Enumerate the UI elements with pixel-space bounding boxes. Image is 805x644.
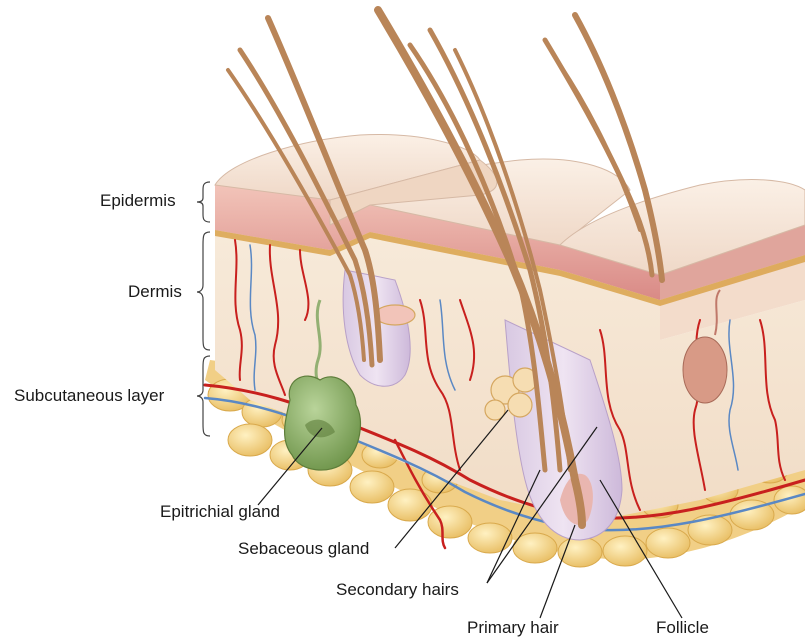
label-follicle: Follicle [656,618,709,638]
label-sebaceous-gland: Sebaceous gland [238,539,369,559]
label-epitrichial-gland: Epitrichial gland [160,502,280,522]
label-primary-hair: Primary hair [467,618,559,638]
label-subcutaneous-layer: Subcutaneous layer [14,386,164,406]
label-dermis: Dermis [128,282,182,302]
label-secondary-hairs: Secondary hairs [336,580,459,600]
label-epidermis: Epidermis [100,191,176,211]
